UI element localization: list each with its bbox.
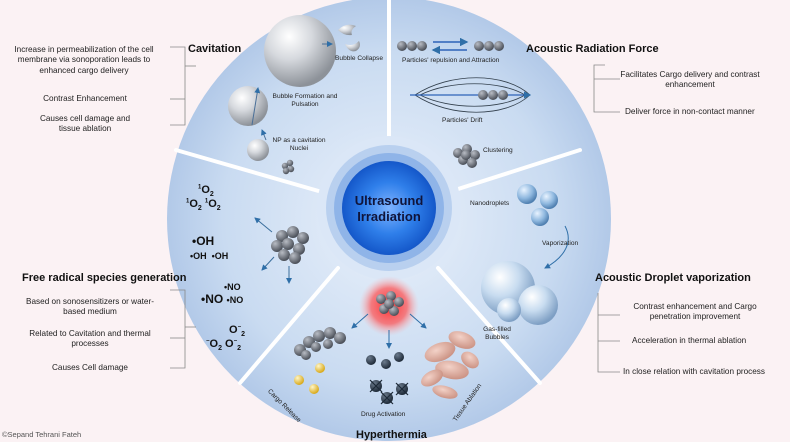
cavitation-item-3: Causes cell damage and tissue ablation <box>39 114 131 134</box>
nanodroplet-icon-3 <box>531 208 549 226</box>
radiation-force-item-1: Facilitates Cargo delivery and contrast … <box>620 70 760 90</box>
free-radical-item-2: Related to Cavitation and thermal proces… <box>29 329 151 349</box>
nitric-oxide-icon: •NO <box>224 282 241 292</box>
clustering-icon <box>453 144 480 168</box>
medium-bubble-icon <box>228 86 268 126</box>
nanodroplet-icon-2 <box>540 191 558 209</box>
bubble-formation-label: Bubble Formation and Pulsation <box>272 93 338 109</box>
nanoparticle-nucleus-icon <box>281 159 295 175</box>
nitric-oxide-icon-2: •NO •NO <box>201 292 244 306</box>
bubble-collapse-label: Bubble Collapse <box>335 55 384 62</box>
free-radical-item-3: Causes Cell damage <box>51 363 128 372</box>
drift-label: Particles' Drift <box>442 117 483 124</box>
center-title: Ultrasound Irradiation <box>339 193 439 224</box>
hyperthermia-arrows <box>351 313 427 349</box>
drug-activation-label: Drug Activation <box>361 411 406 418</box>
vaporization-label: Vaporization <box>542 240 579 247</box>
copyright-text: ©Sepand Tehrani Fateh <box>2 430 82 439</box>
large-bubble-icon <box>264 15 336 87</box>
superoxide-icon-2: −O2 O−2 <box>206 338 242 353</box>
droplet-item-2: Acceleration in thermal ablation <box>632 336 747 345</box>
center-title-line2: Irradiation <box>357 208 421 224</box>
nanoparticle-cluster-icon <box>271 226 309 264</box>
np-nuclei-label: NP as a cavitation Nuclei <box>272 137 326 153</box>
right-brackets <box>593 64 620 373</box>
nanodroplets-label: Nanodroplets <box>470 200 510 207</box>
repulsion-arrows-icon <box>431 37 469 55</box>
hydroxyl-radical-icon-2: •OH •OH <box>190 251 229 261</box>
radical-arrows <box>254 217 292 284</box>
repulsion-label: Particles' repulsion and Attraction <box>402 57 500 64</box>
radiation-force-heading: Acoustic Radiation Force <box>526 43 659 55</box>
free-radical-heading: Free radical species generation <box>22 272 187 284</box>
radiation-force-item-2: Deliver force in non-contact manner <box>625 107 755 116</box>
cavitation-heading: Cavitation <box>188 43 242 55</box>
gas-bubble-icon-3 <box>497 298 521 322</box>
droplet-heading: Acoustic Droplet vaporization <box>595 272 751 284</box>
clustering-label: Clustering <box>483 147 513 154</box>
sector-dividers <box>174 0 582 385</box>
drug-activation-icon <box>366 352 409 405</box>
heated-cluster-icon <box>376 291 404 316</box>
center-title-line1: Ultrasound <box>354 193 424 208</box>
gas-filled-label: Gas-filled Bubbles <box>483 326 511 342</box>
droplet-item-3: In close relation with cavitation proces… <box>623 367 765 376</box>
vaporization-arrow-icon <box>544 225 569 269</box>
nanodroplet-icon-1 <box>517 184 537 204</box>
hyperthermia-heading: Hyperthermia <box>356 429 427 441</box>
left-brackets <box>170 46 196 369</box>
singlet-oxygen-icon-2: 1O2 1O2 <box>186 198 221 213</box>
tissue-ablation-icon <box>421 331 479 399</box>
cavitation-arrows <box>251 41 333 141</box>
hydroxyl-radical-icon: •OH <box>192 234 215 248</box>
free-radical-item-1: Based on sonosensitizers or water-based … <box>26 297 154 317</box>
singlet-oxygen-icon: 1O2 <box>198 184 214 199</box>
collapsed-bubble-icon <box>338 24 360 52</box>
core-ring-inner <box>342 161 436 255</box>
gas-bubble-icon-2 <box>518 285 558 325</box>
superoxide-icon: O−2 <box>229 324 245 339</box>
cargo-release-icon <box>294 327 346 394</box>
cavitation-item-2: Contrast Enhancement <box>43 94 127 103</box>
cavitation-item-1: Increase in permeabilization of the cell… <box>14 45 154 75</box>
small-bubble-icon <box>247 139 269 161</box>
particle-pair-left-icon <box>397 41 427 51</box>
particle-pair-right-icon <box>474 41 504 51</box>
drift-particles-icon <box>478 90 508 100</box>
droplet-item-1: Contrast enhancement and Cargo penetrati… <box>633 302 757 322</box>
drift-streamlines-icon <box>410 77 532 113</box>
